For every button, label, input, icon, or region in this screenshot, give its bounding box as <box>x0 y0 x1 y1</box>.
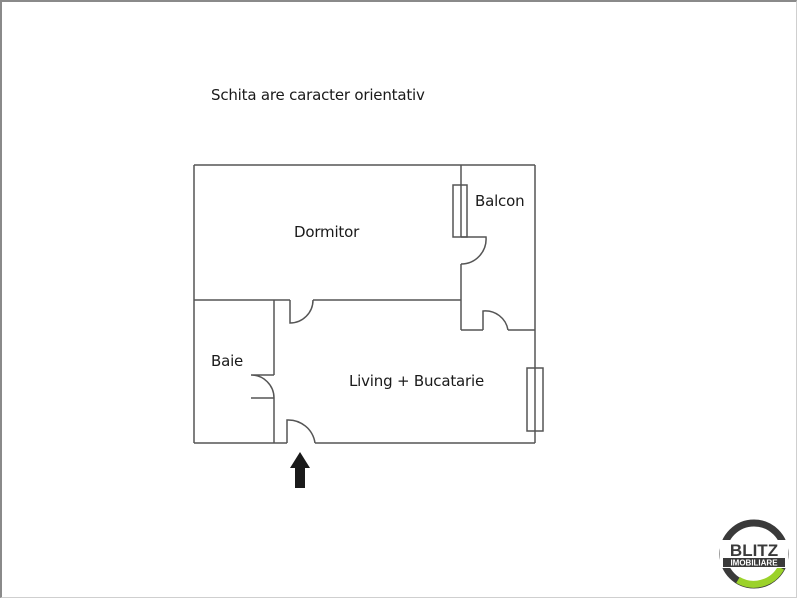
blitz-logo: BLITZ IMOBILIARE <box>719 519 789 589</box>
disclaimer-note: Schita are caracter orientativ <box>211 86 425 104</box>
entrance-door <box>286 419 316 444</box>
door-dormitor <box>289 299 314 324</box>
door-baie <box>250 374 275 399</box>
room-label-balcon: Balcon <box>475 192 525 210</box>
door-dormitor-balcon <box>460 236 487 265</box>
logo-text-imobiliare: IMOBILIARE <box>730 559 778 568</box>
balcony-window <box>452 184 468 238</box>
room-label-living: Living + Bucatarie <box>349 372 484 390</box>
arrow-up-icon <box>290 452 310 488</box>
logo-text-blitz: BLITZ <box>730 541 778 560</box>
door-balcon-living <box>482 310 509 331</box>
room-label-dormitor: Dormitor <box>294 223 360 241</box>
living-window <box>526 367 544 432</box>
room-label-baie: Baie <box>211 352 244 370</box>
